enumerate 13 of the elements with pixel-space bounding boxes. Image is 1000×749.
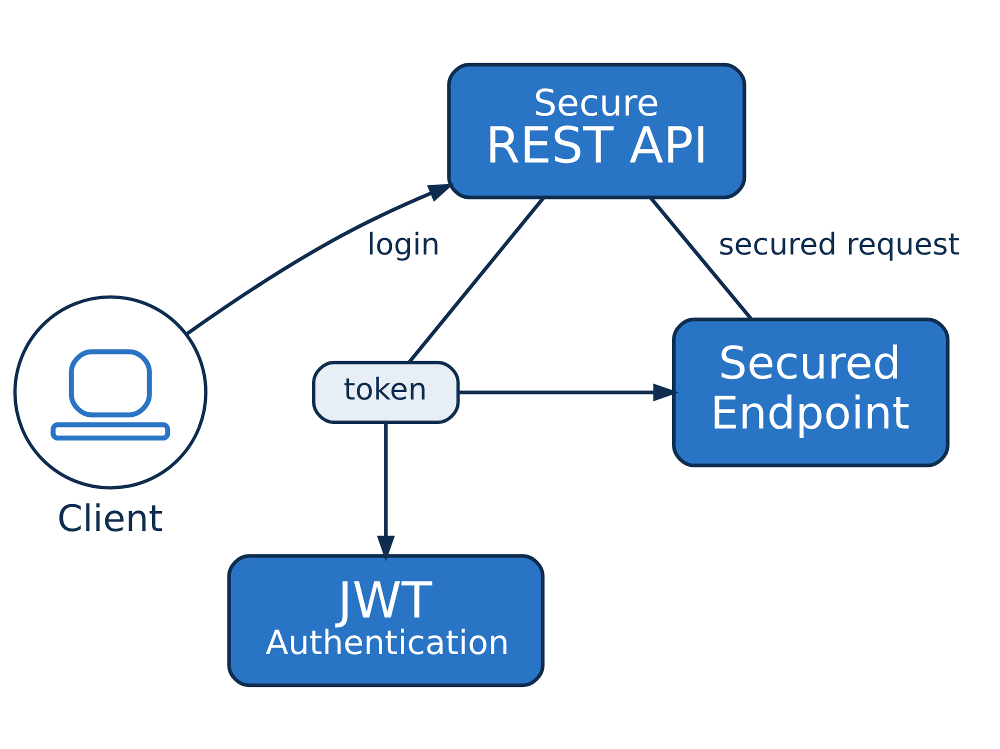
connector bbox=[649, 196, 753, 320]
arrow bbox=[185, 183, 454, 336]
edge-label: login bbox=[367, 227, 440, 262]
node-box: Secure REST API bbox=[447, 62, 746, 199]
node-box: token bbox=[312, 360, 460, 424]
node-label: Client bbox=[57, 496, 163, 540]
edge-label: secured request bbox=[718, 227, 960, 262]
node-box: JWT Authentication bbox=[227, 554, 545, 687]
node-box: Secured Endpoint bbox=[672, 317, 950, 467]
arrow bbox=[458, 382, 679, 401]
connector bbox=[408, 196, 545, 363]
node-circle bbox=[13, 294, 208, 490]
arrow bbox=[376, 422, 395, 561]
